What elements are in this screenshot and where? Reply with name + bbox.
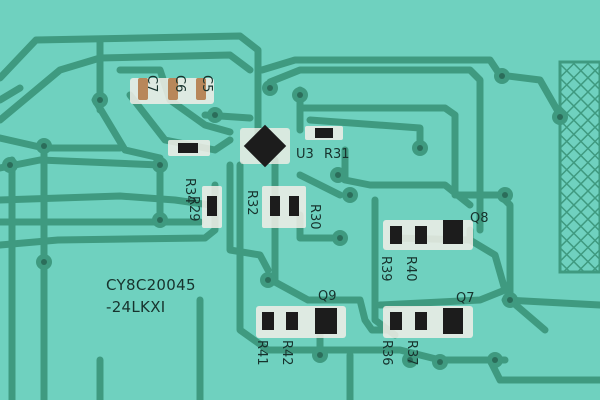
- label-r39: R39: [378, 256, 393, 282]
- resistor-r34: [168, 140, 210, 156]
- resistor-r31: [305, 126, 343, 140]
- q8-group: [383, 220, 473, 250]
- label-r30: R30: [307, 204, 322, 230]
- capacitor-array: [130, 78, 214, 104]
- label-u3: U3: [296, 147, 314, 162]
- label-r40: R40: [403, 256, 418, 282]
- label-q9: Q9: [318, 289, 337, 304]
- label-r41: R41: [254, 340, 269, 366]
- resistor-r29: [202, 186, 222, 228]
- label-r31: R31: [324, 147, 350, 162]
- q7-group: [383, 306, 473, 338]
- vias: [2, 68, 568, 370]
- label-r37: R37: [404, 340, 419, 366]
- label-r32: R32: [244, 190, 259, 216]
- label-c5: C5: [199, 75, 214, 92]
- chip-part-number-line1: CY8C20045: [106, 276, 196, 294]
- label-r42: R42: [279, 340, 294, 366]
- q9-group: [256, 306, 346, 338]
- label-r34: R34: [182, 178, 197, 204]
- label-q7: Q7: [456, 291, 475, 306]
- u3-chip: [240, 124, 290, 168]
- chip-part-number-line2: -24LKXI: [106, 298, 166, 316]
- label-r36: R36: [379, 340, 394, 366]
- resistor-pair-r32-r30: [262, 186, 306, 228]
- label-r29: R29: [186, 196, 201, 222]
- label-q8: Q8: [470, 211, 489, 226]
- label-c6: C6: [172, 75, 187, 92]
- label-c7: C7: [144, 75, 159, 92]
